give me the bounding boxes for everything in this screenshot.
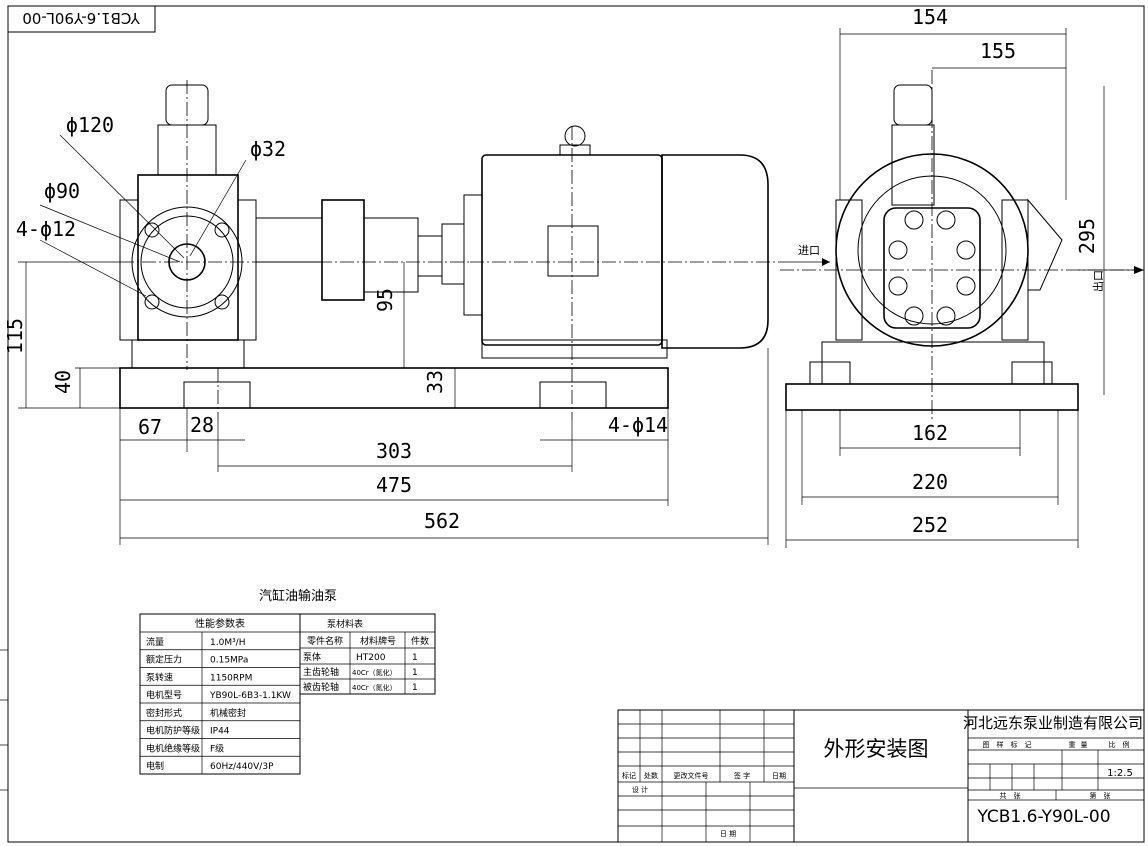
dim-40: 40 (51, 370, 75, 394)
rev-label-sign: 签 字 (734, 771, 750, 780)
mat-header-part: 零件名称 (307, 635, 343, 647)
rev-label-mark: 标记 (622, 771, 636, 780)
mat-row-3-count: 1 (412, 683, 418, 693)
drawing-code: YCB1.6-Y90L-00 (976, 807, 1110, 827)
dim-475: 475 (376, 473, 412, 497)
design-label: 设 计 (632, 785, 648, 794)
perf-row-label: 流量 (146, 636, 164, 648)
perf-row-label: 电机绝缘等级 (146, 742, 200, 754)
mat-row-2-part: 主齿轮轴 (303, 666, 339, 678)
tb-col-1: 图 (983, 741, 990, 749)
rev-label-file: 更改文件号 (674, 771, 709, 780)
sheet-number: 第 张 (1090, 791, 1111, 800)
dim-162: 162 (912, 421, 948, 445)
dim-phi120: ϕ120 (66, 113, 114, 137)
base-plate (119, 367, 669, 409)
coupling (255, 199, 465, 301)
sheets-total: 共 张 (1000, 791, 1021, 800)
mat-header-material: 材料牌号 (360, 635, 396, 647)
tb-col-7: 比 (1109, 740, 1116, 749)
dim-252: 252 (912, 513, 948, 537)
perf-row-label: 电机型号 (146, 689, 182, 701)
dim-295: 295 (1075, 218, 1099, 254)
material-table: 泵材料表 零件名称 材料牌号 件数 泵体 HT200 1 主齿轮轴 40Cr（氮… (299, 613, 436, 695)
motor-front (463, 125, 780, 368)
dim-67: 67 (138, 415, 162, 439)
dim-562: 562 (424, 509, 460, 533)
perf-row-value: F级 (210, 742, 224, 754)
perf-row-label: 电制 (146, 760, 164, 772)
perf-row-value: 1150RPM (210, 673, 252, 683)
dim-phi32: ϕ32 (250, 137, 286, 161)
side-view: 154 155 295 162 220 252 进口 出口 (780, 5, 1144, 548)
drawing-title: 外形安装图 (824, 737, 929, 761)
dim-154: 154 (912, 5, 948, 29)
company-name: 河北远东泵业制造有限公司 (963, 714, 1143, 732)
perf-row-value: 60Hz/440V/3P (210, 762, 274, 772)
perf-row-value: 0.15MPa (210, 656, 248, 666)
pump-name: 汽缸油输油泵 (259, 588, 337, 604)
tb-col-2: 样 (997, 740, 1004, 749)
dim-33: 33 (423, 370, 447, 394)
drawing-frame (7, 5, 1145, 843)
tb-col-6: 量 (1081, 741, 1088, 749)
tb-col-3: 标 (1011, 740, 1018, 749)
material-table-title: 泵材料表 (327, 618, 363, 630)
tb-col-8: 例 (1123, 740, 1130, 749)
performance-table: 性能参数表 流量 1.0M³/H 额定压力 0.15MPa 泵转速 1150RPM 电机型号… (139, 613, 301, 775)
mat-row-3-material: 40Cr（氮化） (352, 683, 397, 692)
mat-row-2-material: 40Cr（氮化） (352, 668, 397, 677)
dim-4-phi14: 4-ϕ14 (608, 413, 668, 437)
mat-row-1-count: 1 (412, 653, 418, 663)
perf-table-title: 性能参数表 (195, 617, 245, 630)
front-view: 115 40 95 33 67 28 303 4- (3, 80, 780, 545)
rev-label-count: 处数 (644, 771, 658, 780)
perf-row-label: 泵转速 (146, 671, 173, 683)
dim-28: 28 (190, 413, 214, 437)
pump-body-front (119, 80, 470, 370)
inlet-label: 进口 (798, 244, 820, 257)
perf-row-label: 电机防护等级 (146, 725, 200, 737)
title-block: 标记 处数 更改文件号 签 字 日期 设 计 日 期 外形安装图 河北远东泵业制… (617, 709, 1145, 843)
dim-phi90: ϕ90 (44, 179, 80, 203)
dim-155: 155 (980, 39, 1016, 63)
front-dimensions: 115 40 95 33 67 28 303 4- (3, 113, 769, 545)
mat-row-3-part: 被齿轮轴 (303, 681, 339, 693)
mat-header-count: 件数 (411, 635, 429, 647)
dim-4-phi12: 4-ϕ12 (16, 217, 76, 241)
perf-row-value: 机械密封 (210, 707, 246, 719)
tb-col-5: 重 (1069, 741, 1076, 749)
perf-row-value: IP44 (210, 727, 230, 737)
date-label: 日 期 (720, 830, 736, 838)
perf-row-label: 额定压力 (146, 654, 182, 666)
outlet-label: 出口 (1091, 270, 1105, 292)
mat-row-1-part: 泵体 (303, 651, 321, 663)
perf-row-label: 密封形式 (146, 707, 182, 719)
flipped-code-box: YCB1.6-Y90L-00 (7, 5, 156, 33)
side-dimensions: 154 155 295 162 220 252 进口 出口 (780, 5, 1144, 548)
perf-row-value: YB90L-6B3-1.1KW (209, 691, 291, 701)
dim-95: 95 (373, 288, 397, 312)
flipped-code-text: YCB1.6-Y90L-00 (22, 9, 140, 27)
dim-220: 220 (912, 470, 948, 494)
perf-row-value: 1.0M³/H (210, 638, 246, 648)
tb-col-4: 记 (1025, 741, 1032, 749)
dim-115: 115 (3, 318, 27, 354)
rev-label-date: 日期 (772, 772, 786, 780)
mat-row-1-material: HT200 (356, 653, 386, 663)
scale-value: 1:2.5 (1107, 768, 1133, 779)
mat-row-2-count: 1 (412, 668, 418, 678)
dim-303: 303 (376, 439, 412, 463)
